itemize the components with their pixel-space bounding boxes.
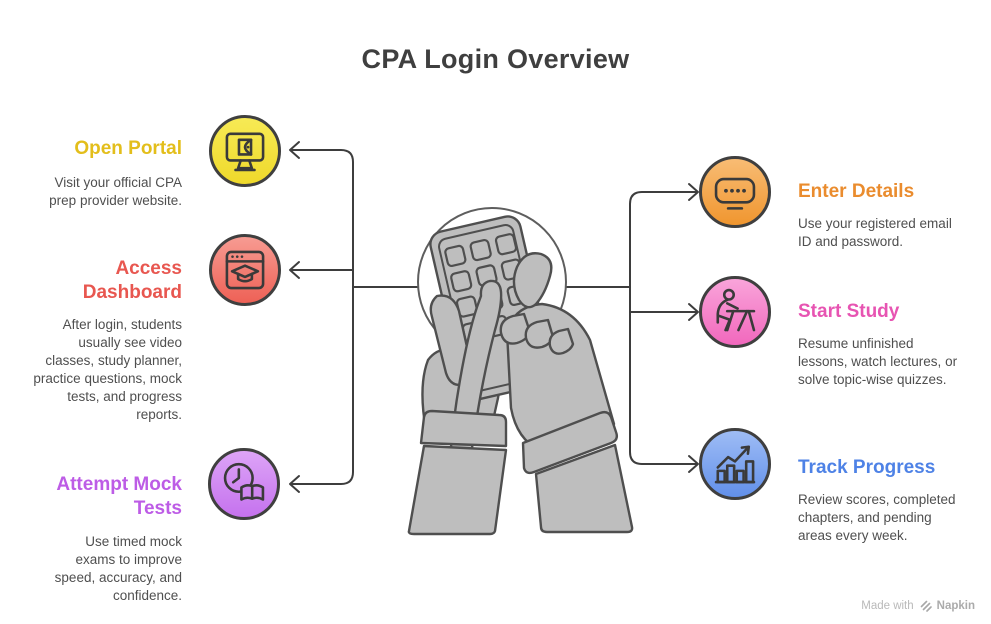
step-description-attempt-mock-tests: Use timed mock exams to improve speed, a… bbox=[54, 534, 182, 603]
step-description-enter-details: Use your registered email ID and passwor… bbox=[798, 216, 952, 249]
password-field-icon bbox=[714, 177, 756, 210]
enter-details-icon-circle bbox=[699, 156, 771, 228]
step-title-enter-details: Enter Details bbox=[798, 181, 915, 202]
arrowhead-left-icon bbox=[289, 261, 300, 279]
napkin-brand-label: Napkin bbox=[936, 599, 975, 612]
attempt-mock-tests-icon-circle bbox=[208, 448, 280, 520]
hands-phone-illustration bbox=[407, 207, 634, 536]
step-description-start-study: Resume unfinished lessons, watch lecture… bbox=[798, 336, 958, 387]
open-portal-icon-circle bbox=[209, 115, 281, 187]
arrowhead-right-icon bbox=[688, 303, 699, 321]
student-at-desk-icon bbox=[716, 288, 756, 332]
bar-chart-growth-icon bbox=[714, 445, 756, 484]
access-dashboard-icon-circle bbox=[209, 234, 281, 306]
napkin-logo-icon bbox=[920, 600, 932, 612]
monitor-open-door-icon bbox=[225, 132, 265, 172]
step-description-open-portal: Visit your official CPA prep provider we… bbox=[49, 175, 182, 208]
arrowhead-right-icon bbox=[688, 455, 699, 473]
made-with-napkin-credit: Made with Napkin bbox=[861, 599, 975, 612]
made-with-label: Made with bbox=[861, 599, 914, 612]
step-title-attempt-mock-tests: Attempt Mock Tests bbox=[56, 474, 182, 519]
track-progress-icon-circle bbox=[699, 428, 771, 500]
start-study-icon-circle bbox=[699, 276, 771, 348]
backdrop-circle-icon bbox=[417, 207, 567, 357]
browser-graduation-cap-icon bbox=[225, 250, 265, 290]
step-title-track-progress: Track Progress bbox=[798, 457, 936, 478]
step-title-start-study: Start Study bbox=[798, 301, 900, 322]
clock-open-book-icon bbox=[223, 462, 265, 501]
step-title-open-portal: Open Portal bbox=[74, 138, 182, 159]
arrowhead-left-icon bbox=[289, 141, 300, 159]
step-title-access-dashboard: Access Dashboard bbox=[82, 258, 182, 303]
step-description-access-dashboard: After login, students usually see video … bbox=[33, 317, 182, 422]
phone-keypad-icon bbox=[429, 215, 555, 401]
connector-lines bbox=[289, 141, 699, 493]
arrowhead-left-icon bbox=[289, 475, 300, 493]
arrowhead-right-icon bbox=[688, 183, 699, 201]
page-title: CPA Login Overview bbox=[361, 44, 630, 74]
step-description-track-progress: Review scores, completed chapters, and p… bbox=[798, 492, 956, 543]
